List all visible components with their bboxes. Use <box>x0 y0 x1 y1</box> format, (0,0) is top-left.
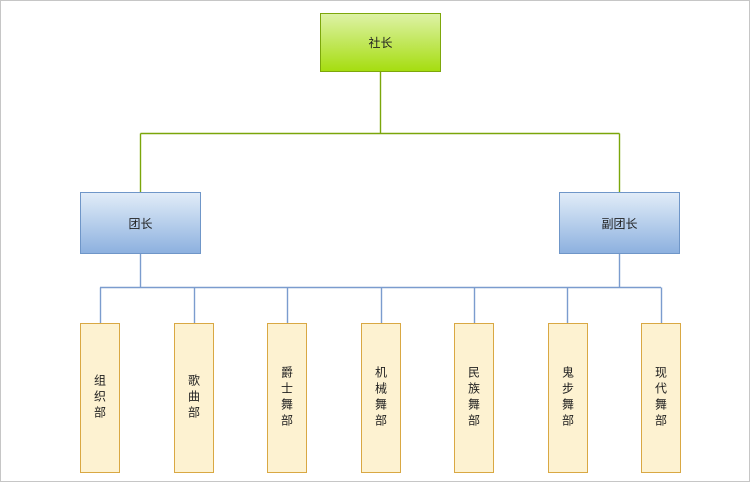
node-dept-modern-dance[interactable]: 现代舞部 <box>641 323 681 473</box>
node-dept-label: 组织部 <box>92 374 107 422</box>
node-dept-folk-dance[interactable]: 民族舞部 <box>454 323 494 473</box>
node-dept-label: 鬼步舞部 <box>560 366 575 430</box>
node-dept-jazz-dance[interactable]: 爵士舞部 <box>267 323 307 473</box>
node-president[interactable]: 社长 <box>320 13 441 72</box>
blue-connector-group <box>99 254 663 323</box>
node-leader[interactable]: 团长 <box>80 192 201 254</box>
node-dept-popping-dance[interactable]: 机械舞部 <box>361 323 401 473</box>
node-deputy-leader[interactable]: 副团长 <box>559 192 680 254</box>
node-dept-organization[interactable]: 组织部 <box>80 323 120 473</box>
node-leader-label: 团长 <box>128 216 153 231</box>
node-dept-label: 歌曲部 <box>186 374 201 422</box>
green-connector-group <box>139 72 621 192</box>
node-dept-label: 民族舞部 <box>466 366 481 430</box>
node-dept-label: 爵士舞部 <box>279 366 294 430</box>
node-dept-shuffle-dance[interactable]: 鬼步舞部 <box>548 323 588 473</box>
node-president-label: 社长 <box>368 36 393 50</box>
node-dept-label: 现代舞部 <box>653 366 668 430</box>
node-dept-song[interactable]: 歌曲部 <box>174 323 214 473</box>
node-deputy-leader-label: 副团长 <box>601 216 638 231</box>
node-dept-label: 机械舞部 <box>373 366 388 430</box>
